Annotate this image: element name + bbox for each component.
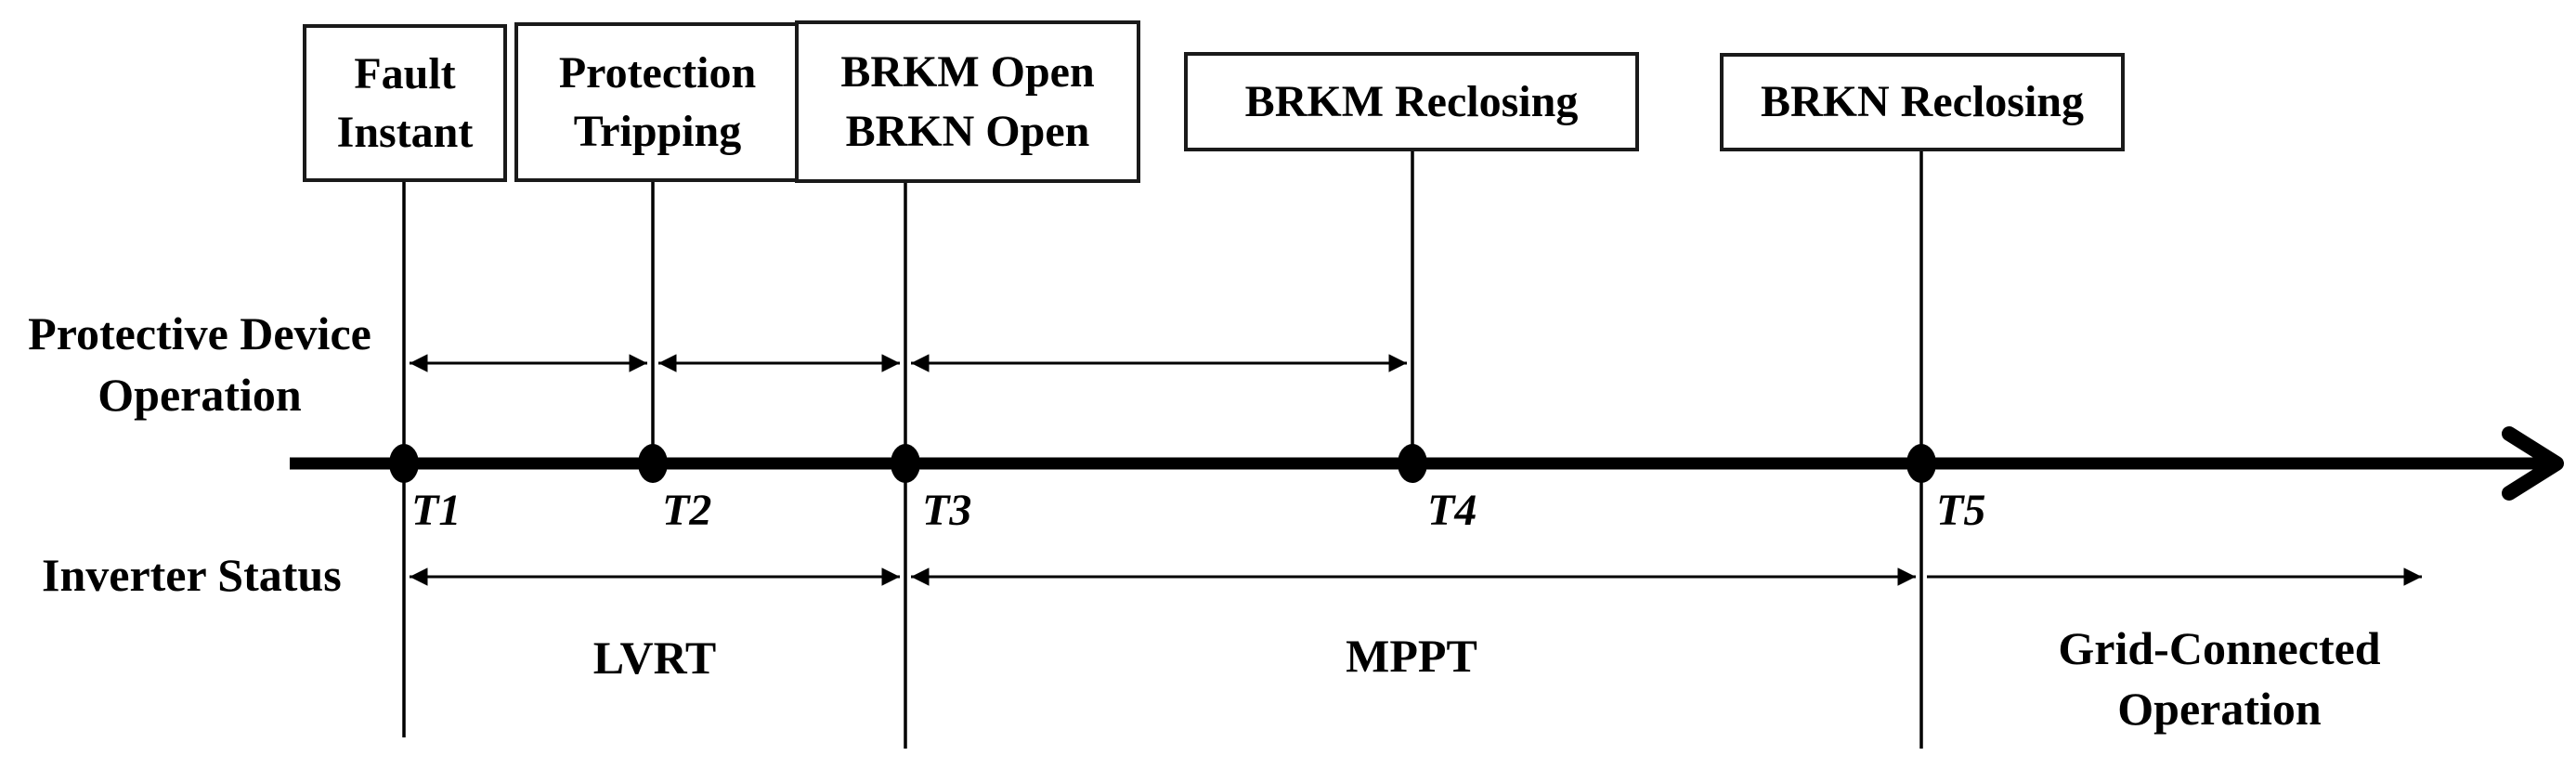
- event-box-brkm-brkn-open: BRKM Open BRKN Open: [795, 20, 1140, 183]
- row-label-inverter-status: Inverter Status: [42, 549, 342, 601]
- event-dot-t5: [1906, 444, 1936, 483]
- event-dot-t4: [1398, 444, 1427, 483]
- event-dot-t2: [638, 444, 668, 483]
- tick-label-t5: T5: [1936, 486, 1986, 535]
- event-box-brkm-reclosing-label: BRKM Reclosing: [1244, 76, 1579, 126]
- tick-label-t4: T4: [1427, 486, 1477, 535]
- event-box-brkn-reclosing: BRKN Reclosing: [1720, 53, 2125, 151]
- event-dot-t3: [891, 444, 920, 483]
- event-box-brkn-reclosing-label: BRKN Reclosing: [1761, 77, 2084, 127]
- tick-label-t3: T3: [922, 486, 972, 535]
- tick-label-t2: T2: [662, 486, 712, 535]
- phase-label-lvrt: LVRT: [592, 632, 717, 684]
- row-label-protective-device-operation: Protective Device Operation: [28, 307, 371, 421]
- timeline-arrowhead-icon: [2502, 426, 2564, 501]
- event-dot-t1: [389, 444, 419, 483]
- event-box-brkm-brkn-open-label: BRKM Open BRKN Open: [840, 47, 1095, 156]
- event-box-fault-instant: Fault Instant: [303, 24, 507, 182]
- event-box-protection-tripping: Protection Tripping: [514, 22, 800, 182]
- event-box-protection-tripping-label: Protection Tripping: [558, 47, 757, 156]
- phase-label-mppt: MPPT: [1346, 630, 1477, 682]
- event-box-fault-instant-label: Fault Instant: [336, 48, 474, 157]
- tick-label-t1: T1: [411, 486, 462, 535]
- phase-label-grid-connected-operation: Grid-Connected Operation: [2058, 622, 2381, 735]
- event-box-brkm-reclosing: BRKM Reclosing: [1184, 52, 1639, 151]
